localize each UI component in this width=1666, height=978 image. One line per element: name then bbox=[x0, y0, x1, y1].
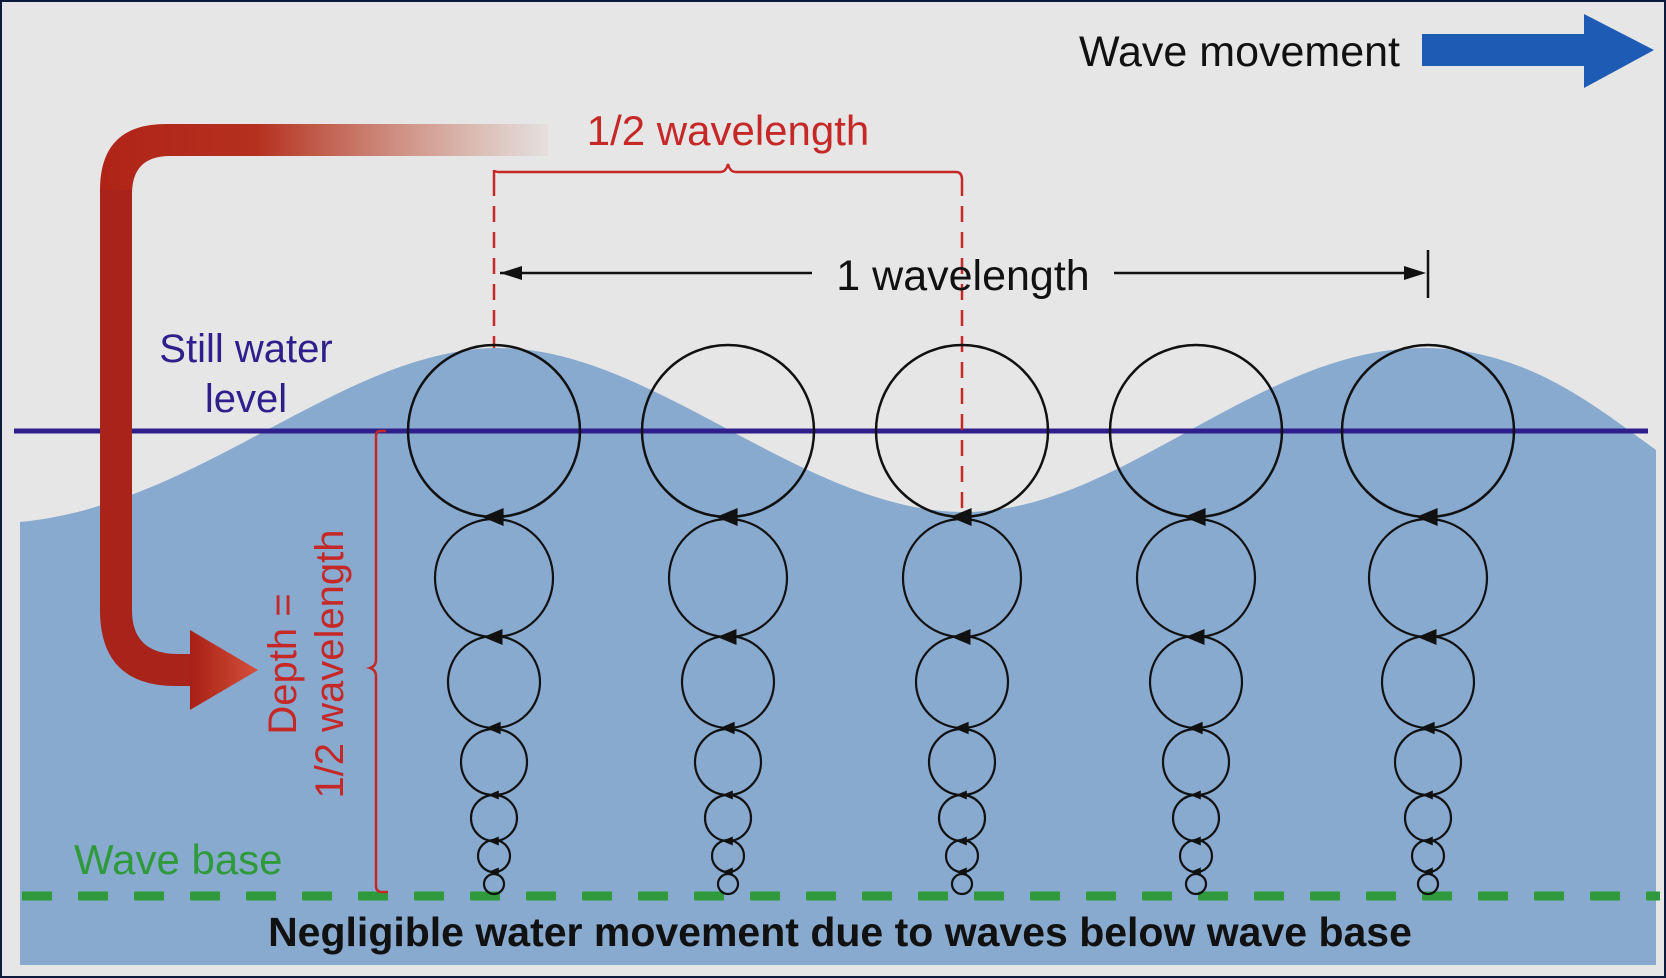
orbit-direction-arrowhead bbox=[950, 508, 972, 526]
half-wavelength-label: 1/2 wavelength bbox=[587, 107, 870, 154]
still-water-label-line2: level bbox=[205, 377, 287, 421]
orbit-direction-arrowhead bbox=[1184, 508, 1206, 526]
water-particle-orbits bbox=[406, 343, 1516, 896]
orbit-direction-arrowhead bbox=[716, 508, 738, 526]
water-body bbox=[20, 347, 1656, 965]
orbit-direction-arrowhead bbox=[1416, 508, 1438, 526]
depth-label-line2: 1/2 wavelength bbox=[308, 529, 352, 798]
orbit-direction-arrowhead bbox=[482, 508, 504, 526]
depth-bracket bbox=[366, 429, 388, 894]
depth-label-line1: Depth = bbox=[261, 593, 305, 734]
orbit-circle bbox=[716, 872, 740, 896]
still-water-label-line1: Still water bbox=[159, 327, 332, 371]
orbit-circle bbox=[950, 872, 974, 896]
negligible-movement-caption: Negligible water movement due to waves b… bbox=[268, 909, 1412, 955]
orbit-circle bbox=[1184, 872, 1208, 896]
red-curved-arrow bbox=[100, 124, 548, 710]
one-wavelength-label: 1 wavelength bbox=[836, 252, 1089, 300]
one-wavelength-arrow bbox=[500, 250, 1430, 298]
wave-movement-label: Wave movement bbox=[1079, 28, 1400, 76]
orbit-circle bbox=[482, 872, 506, 896]
wave-movement-arrow bbox=[1422, 14, 1654, 88]
wave-base-label: Wave base bbox=[74, 836, 283, 883]
orbit-circle bbox=[1416, 872, 1440, 896]
